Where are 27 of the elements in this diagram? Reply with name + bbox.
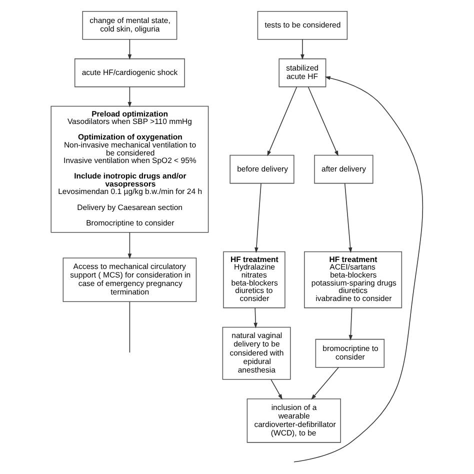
- node-box: Access to mechanical circulatory support ( MCS) for consideration in case of emergency pregnancy termination: [62, 258, 197, 302]
- node-box: before delivery: [230, 154, 294, 184]
- arrow: [254, 308, 258, 328]
- node-box: bromocriptine to consider: [315, 338, 385, 368]
- arrow: [308, 86, 338, 156]
- node-box: HF treatment ACEI/sartans beta-blockers potassium-sparing drugs diuretics ivabradine to consider: [304, 251, 402, 308]
- arrow: [128, 232, 132, 260]
- node-box: acute HF/cardiogenic shock: [74, 58, 185, 88]
- arrow: [270, 379, 282, 400]
- arrow: [300, 39, 304, 60]
- arrow: [348, 308, 353, 340]
- node-box: inclusion of a wearable cardioverter-defibrillator (WCD), to be: [246, 398, 341, 443]
- node-box: change of mental state, cold skin, oliguria: [82, 10, 178, 40]
- node-box: stabilized acute HF: [278, 58, 326, 88]
- node-box: after delivery: [314, 154, 374, 184]
- arrow: [294, 76, 423, 462]
- node-box: Preload optimization Vasodilators when SBP >110 mmHg Optimization of oxygenation Non-invasive mechanical ventilation to be considered Invasive ventilation when SpO2 < 95% Include inotropic drugs and/or vasopressors Levosimendan 0.1 µg/kg b.w./min for 24 h Delivery by Caesarean section Bromocriptine to consider: [50, 106, 209, 233]
- arrow: [128, 86, 132, 108]
- node-box: tests to be considered: [257, 10, 348, 40]
- node-box: HF treatment Hydralazine nitrates beta-blockers diuretics to consider: [223, 251, 286, 308]
- node-box: natural vaginal delivery to be considered with epidural anesthesia: [222, 326, 291, 380]
- arrow: [128, 39, 132, 60]
- arrow: [344, 183, 352, 253]
- connector: [129, 301, 130, 353]
- arrow: [254, 183, 262, 253]
- arrow: [267, 86, 298, 156]
- arrow: [311, 367, 339, 400]
